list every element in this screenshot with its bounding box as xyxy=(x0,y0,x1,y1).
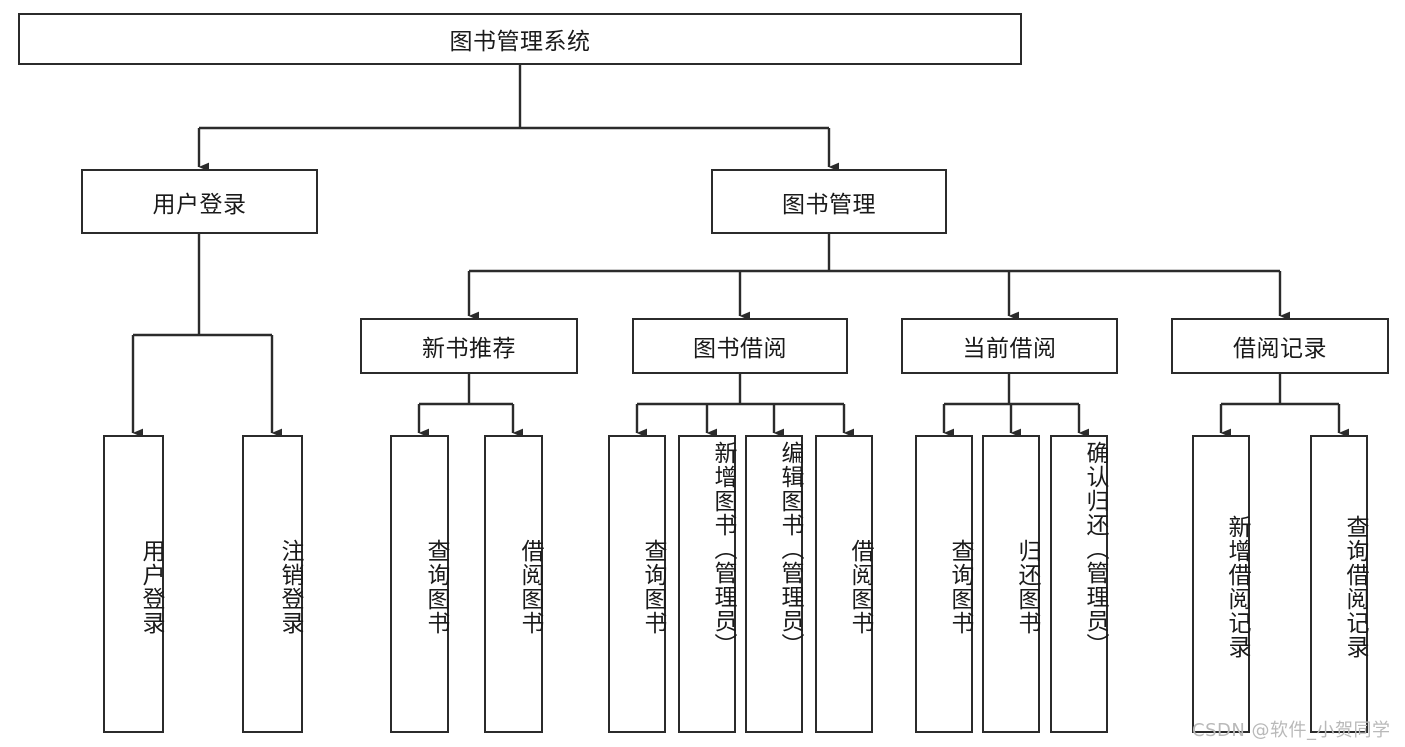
node-label: 图书借阅 xyxy=(693,336,787,362)
node-label: 新增借阅记录 xyxy=(1224,515,1250,659)
node-label: 借阅记录 xyxy=(1233,336,1327,362)
node-leaf-query-book-1[interactable]: 查询图书 xyxy=(390,435,449,733)
node-leaf-return-book[interactable]: 归还图书 xyxy=(982,435,1040,733)
node-label: 注销登录 xyxy=(277,539,303,635)
node-label: 图书管理 xyxy=(782,191,876,218)
node-label: 借阅图书 xyxy=(847,539,873,635)
node-label: 用户登录 xyxy=(138,539,164,635)
node-root[interactable]: 图书管理系统 xyxy=(18,13,1022,65)
node-label: 确认归还（管理员） xyxy=(1082,441,1108,657)
node-label: 用户登录 xyxy=(152,191,247,218)
node-leaf-edit-book[interactable]: 编辑图书（管理员） xyxy=(745,435,803,733)
node-leaf-query-record[interactable]: 查询借阅记录 xyxy=(1310,435,1368,733)
node-leaf-user-logout[interactable]: 注销登录 xyxy=(242,435,303,733)
node-leaf-confirm-return[interactable]: 确认归还（管理员） xyxy=(1050,435,1108,733)
node-label: 查询借阅记录 xyxy=(1342,515,1368,659)
node-label: 查询图书 xyxy=(640,539,666,635)
node-leaf-borrow-book-2[interactable]: 借阅图书 xyxy=(815,435,873,733)
node-book-manage[interactable]: 图书管理 xyxy=(711,169,947,234)
node-book-borrow[interactable]: 图书借阅 xyxy=(632,318,848,374)
csdn-watermark: CSDN @软件_小贺同学 xyxy=(1192,720,1391,741)
node-leaf-add-record[interactable]: 新增借阅记录 xyxy=(1192,435,1250,733)
node-leaf-user-login[interactable]: 用户登录 xyxy=(103,435,164,733)
node-label: 图书管理系统 xyxy=(449,29,591,55)
node-label: 编辑图书（管理员） xyxy=(777,441,803,657)
node-leaf-borrow-book-1[interactable]: 借阅图书 xyxy=(484,435,543,733)
node-user-login[interactable]: 用户登录 xyxy=(81,169,318,234)
node-label: 查询图书 xyxy=(423,539,449,635)
node-label: 查询图书 xyxy=(947,539,973,635)
node-label: 归还图书 xyxy=(1014,539,1040,635)
node-current-borrow[interactable]: 当前借阅 xyxy=(901,318,1118,374)
node-label: 当前借阅 xyxy=(962,336,1057,362)
node-label: 新书推荐 xyxy=(422,336,516,362)
node-label: 新增图书（管理员） xyxy=(710,441,736,657)
node-borrow-record[interactable]: 借阅记录 xyxy=(1171,318,1389,374)
node-leaf-add-book[interactable]: 新增图书（管理员） xyxy=(678,435,736,733)
node-leaf-query-book-3[interactable]: 查询图书 xyxy=(915,435,973,733)
node-new-book-rec[interactable]: 新书推荐 xyxy=(360,318,578,374)
node-leaf-query-book-2[interactable]: 查询图书 xyxy=(608,435,666,733)
node-label: 借阅图书 xyxy=(517,539,543,635)
